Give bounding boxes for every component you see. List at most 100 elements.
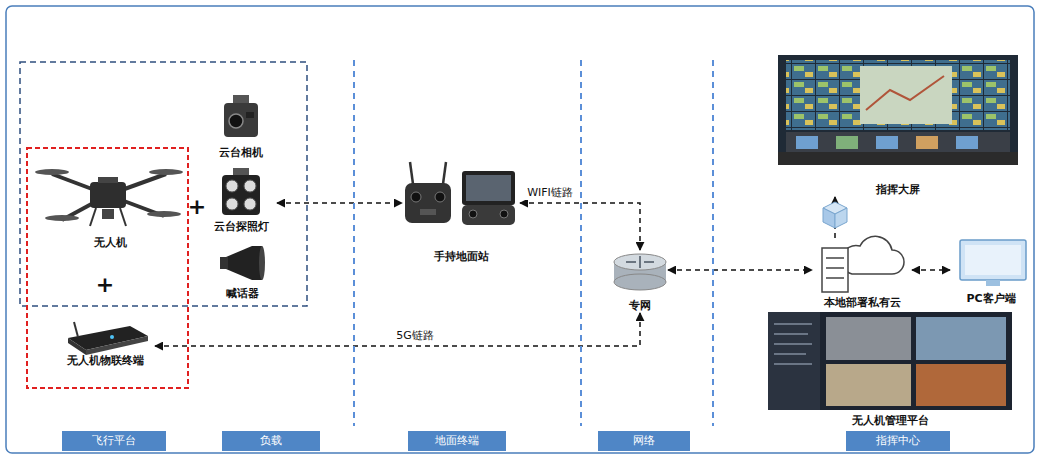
controller-button <box>420 209 436 215</box>
link-connector <box>277 202 402 204</box>
link-label: 5G链路 <box>394 329 436 343</box>
desk-monitor <box>916 136 938 149</box>
iot-antenna <box>74 322 78 337</box>
component-node: 本地部署私有云 <box>812 238 912 310</box>
column-divider <box>580 60 582 426</box>
screen-desk <box>778 152 1018 165</box>
iot-terminal-side <box>68 338 86 355</box>
tablet-screen <box>466 175 511 201</box>
iot-indicator <box>110 335 114 339</box>
platform-video-tile <box>916 364 1006 406</box>
camera-mount <box>233 95 249 103</box>
node-label: 无人机管理平台 <box>852 414 929 428</box>
pc-monitor <box>960 240 1026 280</box>
flight-platform-region <box>27 148 188 388</box>
node-label: 无人机物联终端 <box>67 354 144 368</box>
searchlight-body <box>222 175 260 215</box>
cloud-outline <box>841 236 904 274</box>
screen-photo <box>778 55 1018 165</box>
node-label: 专网 <box>629 299 651 313</box>
iot-terminal-side <box>86 336 148 355</box>
desk-monitor <box>956 136 978 149</box>
category-tab: 负载 <box>222 431 320 451</box>
platform-video-tile <box>916 317 1006 360</box>
drone-body <box>90 182 126 208</box>
megaphone-mouth <box>259 246 265 280</box>
platform-video-tile <box>826 317 911 360</box>
controller-stick <box>435 192 445 202</box>
category-tab: 飞行平台 <box>62 431 166 451</box>
controller-stick <box>411 192 421 202</box>
controller-stick <box>469 210 477 218</box>
node-label: 喊话器 <box>226 287 259 301</box>
camera-body <box>224 103 258 137</box>
plus-sign: + <box>188 196 206 218</box>
screen-wall <box>786 60 1010 130</box>
drone-propeller <box>149 169 183 175</box>
node-label: 指挥大屏 <box>876 183 920 197</box>
megaphone-horn <box>226 246 262 280</box>
controller-antenna <box>443 162 446 184</box>
component-node: 无人机管理平台 <box>764 308 1016 428</box>
node-label: 本地部署私有云 <box>824 296 901 310</box>
controller-body <box>405 183 451 223</box>
cube-icon-side <box>835 208 847 228</box>
payload-group-region <box>20 62 307 306</box>
platform-screenshot <box>768 312 1012 410</box>
server-rack <box>822 248 848 292</box>
node-label: 指挥中心 <box>876 434 920 448</box>
screen-map-route <box>866 76 944 110</box>
camera-sensor <box>246 112 254 118</box>
desk-monitor <box>876 136 898 149</box>
node-label: 地面终端 <box>435 434 479 448</box>
link-connector <box>668 269 812 271</box>
node-label: 云台相机 <box>219 146 263 160</box>
plus-sign: + <box>96 274 114 296</box>
searchlight-lamp <box>226 180 238 192</box>
component-node: 指挥大屏 <box>774 52 1022 197</box>
outer-frame <box>6 6 1034 453</box>
node-label: 云台探照灯 <box>214 220 269 234</box>
component-node: 专网 <box>612 250 668 313</box>
pc-screen <box>965 245 1021 275</box>
drone-propeller <box>147 211 181 217</box>
pc-stand <box>986 280 1000 286</box>
screen-room <box>786 132 1010 154</box>
drone-propeller <box>35 169 69 175</box>
platform-video-tile <box>826 364 911 406</box>
link-connector <box>912 269 950 271</box>
drone-propeller <box>45 215 79 221</box>
column-divider <box>353 60 355 426</box>
searchlight-lamp <box>226 198 238 210</box>
screen-map <box>860 66 952 124</box>
tablet-frame <box>462 171 515 205</box>
drone-camera <box>102 209 114 219</box>
router-arrows <box>626 256 654 268</box>
component-node: 无人机 <box>40 160 180 250</box>
controller-antenna <box>410 162 413 184</box>
category-tab: 网络 <box>598 431 690 451</box>
link-connector <box>155 313 640 346</box>
drone-leg <box>120 208 126 226</box>
desk-monitor <box>836 136 858 149</box>
category-tab: 指挥中心 <box>846 431 950 451</box>
link-label: WIFI链路 <box>525 186 575 200</box>
server-slots <box>826 258 844 278</box>
camera-lens <box>229 114 243 128</box>
controller-body <box>462 205 515 225</box>
category-tab: 地面终端 <box>408 431 506 451</box>
router-top <box>614 254 666 270</box>
node-label: 网络 <box>633 434 655 448</box>
cube-icon-side <box>823 208 835 228</box>
component-node: 无人机物联终端 <box>55 318 155 368</box>
platform-sidebar <box>768 312 820 410</box>
searchlight-lamp <box>244 180 256 192</box>
controller-stick <box>500 210 508 218</box>
searchlight-mount <box>233 168 249 175</box>
column-divider <box>712 60 714 426</box>
node-label: 飞行平台 <box>92 434 136 448</box>
searchlight-lamp <box>244 198 256 210</box>
component-node: 云台相机 <box>210 92 272 160</box>
component-node: 云台探照灯 <box>205 166 277 234</box>
